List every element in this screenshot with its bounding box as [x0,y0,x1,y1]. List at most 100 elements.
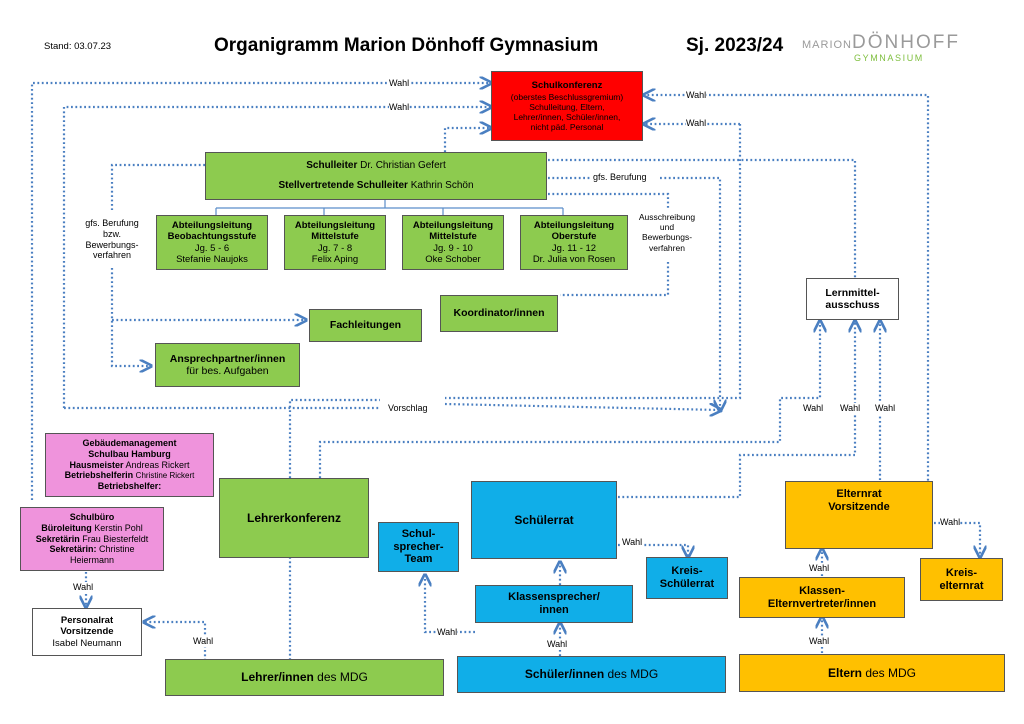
wahl-label: Wahl [803,403,824,414]
label-line: verfahren [649,242,685,253]
elternrat-line: Vorsitzende [828,500,890,513]
wahl-label: Wahl [686,118,707,129]
stand-date: Stand: 03.07.23 [44,41,112,52]
klasseneltern-line: Elternvertreter/innen [767,597,877,610]
gebaeude-line: Schulbau Hamburg [88,449,171,460]
label-line: Ausschreibung [638,212,696,222]
abteilung-box: Abteilungsleitung Mittelstufe Jg. 7 - 8 … [284,215,386,270]
bueroleitung-role: Büroleitung [41,523,92,534]
schueler-label: Schüler/innen [524,667,605,682]
stellvertreter-name: Kathrin Schön [410,180,474,191]
schulsprecher-line: Team [404,553,433,566]
schuelerrat-box: Schülerrat [471,481,617,559]
schueler-mdg-box: Schüler/innen des MDG [457,656,726,693]
abteilung-jg: Jg. 5 - 6 [194,242,230,254]
abteilung-jg: Jg. 7 - 8 [317,242,353,254]
elternrat-box: Elternrat Vorsitzende [785,481,933,549]
hausmeister-name: Andreas Rickert [125,459,190,470]
schulkonferenz-box: Schulkonferenz (oberstes Beschlussgremiu… [491,71,643,141]
wahl-label: Wahl [389,102,410,113]
ausschreibung-label: Ausschreibung und Bewerbungs- verfahren [634,212,700,253]
wahl-label: Wahl [547,639,568,650]
wahl-label: Wahl [809,563,830,574]
label-line: bzw. [102,228,121,239]
abteilung-sub: Mittelstufe [311,231,359,243]
personalrat-line: Personalrat [60,615,114,627]
lernmittel-line: Lernmittel- [825,286,880,299]
lehrer-mdg-box: Lehrer/innen des MDG [165,659,444,696]
sekretaerin-role: Sekretärin [35,533,80,544]
schulkonferenz-line: Lehrer/innen, Schüler/innen, [513,111,621,122]
berufung-bewerbung-label: gfs. Berufung bzw. Bewerbungs- verfahren [80,218,144,262]
betriebshelferin-name: Christine Rickert [135,471,195,481]
gebaeudemanagement-box: Gebäudemanagement Schulbau Hamburg Hausm… [45,433,214,497]
stellvertreter-role: Stellvertretende Schulleiter [278,180,408,191]
wahl-label: Wahl [389,78,410,89]
abteilung-box: Abteilungsleitung Oberstufe Jg. 11 - 12 … [520,215,628,270]
abteilung-title: Abteilungsleitung [171,220,253,232]
eltern-suffix: des MDG [862,665,917,680]
personalrat-box: Personalrat Vorsitzende Isabel Neumann [32,608,142,656]
wahl-label: Wahl [622,537,643,548]
kreis-schuelerrat-line: Schülerrat [659,578,715,590]
kreis-schuelerrat-line: Kreis- [671,565,703,578]
kreis-schuelerrat-box: Kreis- Schülerrat [646,557,728,599]
wahl-label: Wahl [73,582,94,593]
schulkonferenz-line: (oberstes Beschlussgremium) [510,91,624,102]
schueler-suffix: des MDG [604,667,659,682]
schulsprecher-line: sprecher- [393,540,444,553]
schulkonferenz-line: nicht päd. Personal [530,121,604,132]
schulkonferenz-line: Schulleitung, Eltern, [529,101,605,112]
wahl-label: Wahl [875,403,896,414]
abteilung-title: Abteilungsleitung [533,220,615,232]
kreiselternrat-line: elternrat [939,579,984,592]
lernmittel-line: ausschuss [825,299,880,311]
betriebshelfer-role: Betriebshelfer: [97,480,162,491]
abteilung-box: Abteilungsleitung Beobachtungsstufe Jg. … [156,215,268,270]
schulbuero-title: Schulbüro [69,512,115,523]
fachleitungen-box: Fachleitungen [309,309,422,342]
kreiselternrat-line: Kreis- [945,566,978,579]
school-year: Sj. 2023/24 [686,35,784,56]
sekretaerin-name: Frau Biesterfeldt [82,533,149,544]
wahl-label: Wahl [940,517,961,528]
wahl-label: Wahl [437,627,458,638]
abteilung-name: Oke Schober [425,253,481,265]
lehrerkonferenz-box: Lehrerkonferenz [219,478,369,558]
abteilung-jg: Jg. 11 - 12 [551,242,597,254]
logo-gymnasium: GYMNASIUM [854,53,924,63]
kreiselternrat-box: Kreis- elternrat [920,558,1003,601]
logo-marion: MARION [802,39,852,51]
wahl-label: Wahl [686,90,707,101]
klassensprecher-line: Klassensprecher/ [508,591,600,604]
schulleiter-name: Dr. Christian Gefert [360,160,446,172]
sekretaerin-name: Christine [99,544,135,555]
schulsprecher-line: Schul- [401,527,436,540]
abteilung-name: Stefanie Naujoks [176,253,248,265]
wahl-label: Wahl [809,636,830,647]
hausmeister-role: Hausmeister [69,459,124,470]
ansprechpartner-title: Ansprechpartner/innen [169,352,286,365]
wahl-label: Wahl [840,403,861,414]
gfs-berufung-label: gfs. Berufung [593,172,647,183]
eltern-mdg-box: Eltern des MDG [739,654,1005,692]
label-line: und [659,222,675,233]
klassensprecher-line: innen [539,604,569,616]
lehrer-suffix: des MDG [313,670,368,685]
abteilung-sub: Beobachtungsstufe [167,231,257,243]
schulleiter-role: Schulleiter [306,160,358,172]
klassen-elternvertreter-box: Klassen- Elternvertreter/innen [739,577,905,618]
label-line: Bewerbungs- [85,239,139,250]
wahl-label: Wahl [193,636,214,647]
label-line: verfahren [92,250,132,261]
abteilung-name: Felix Aping [311,253,359,265]
koordinatoren-box: Koordinator/innen [440,295,558,332]
abteilung-title: Abteilungsleitung [412,220,494,232]
logo-donhoff: DÖNHOFF [852,32,960,53]
schulsprecher-team-box: Schul- sprecher- Team [378,522,459,572]
gebaeude-line: Gebäudemanagement [82,438,177,449]
eltern-label: Eltern [827,665,862,680]
elternrat-line: Elternrat [836,488,882,500]
personalrat-line: Vorsitzende [60,626,114,638]
label-line: Bewerbungs- [641,232,693,243]
